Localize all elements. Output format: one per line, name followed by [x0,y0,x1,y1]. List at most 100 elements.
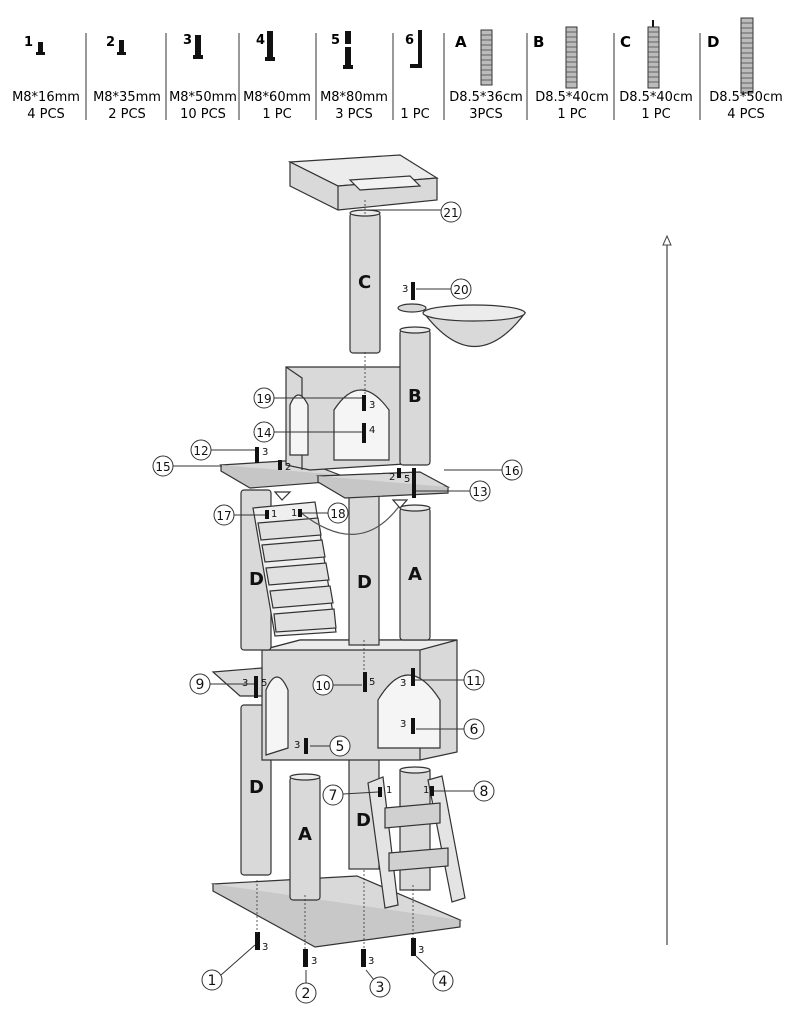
legend-part-3: 3 M8*50mm 10 PCS [169,33,237,122]
legend-part-qty: 1 PC [262,107,291,122]
legend-part-5: 5 M8*80mm 3 PCS [320,31,388,122]
callout-number: 3 [376,980,385,996]
callout-number: 9 [196,677,205,693]
legend-part-qty: 1 PC [400,107,429,122]
legend-part-id: D [707,33,719,51]
bolt-tag: 1 [291,508,297,519]
legend-part-a: A D8.5*36cm 3PCS [449,29,523,122]
legend-part-qty: 4 PCS [27,107,65,122]
bolt-icon [430,786,434,796]
upper-house-left-opening [289,394,309,456]
legend-part-4: 4 M8*60mm 1 PC [243,31,311,122]
legend-part-size: D8.5*40cm [535,90,609,105]
bolt-tag: 3 [418,945,424,956]
bolt-icon [345,31,351,69]
bolt-icon [255,932,260,950]
legend-part-qty: 4 PCS [727,107,765,122]
bolt-icon [298,509,302,517]
callout-18: 18 [302,502,349,524]
post-label-d-mid-upper: D [357,572,372,593]
callout-8: 8 [434,780,495,802]
callout-7: 7 [322,784,379,806]
callout-15: 15 [152,455,222,477]
post-label-b: B [408,386,422,407]
bolt-icon [361,949,366,967]
callout-2: 2 [295,970,317,1004]
post-d-mid-lower [348,756,380,870]
post-letters: C B A D D D A D [249,272,422,845]
post-label-d-left-upper: D [249,569,264,590]
bolt-icon [255,447,259,463]
callout-9: 9 [189,673,254,695]
callout-17: 17 [213,504,265,526]
legend-part-qty: 1 PC [641,107,670,122]
callout-19: 19 [253,387,362,409]
legend-part-2: 2 M8*35mm 2 PCS [93,35,161,122]
hammock [299,504,401,535]
callout-20: 20 [416,278,472,300]
legend-part-size: M8*16mm [12,90,80,105]
legend-part-id: 4 [256,33,265,48]
legend-part-size: M8*35mm [93,90,161,105]
bolt-icon [362,395,366,411]
bolt-tag: 2 [285,462,291,473]
sisal-post-icon [480,29,493,86]
bolt-tag: 5 [369,677,375,688]
bolt-icon [38,42,43,55]
legend-part-id: 5 [331,33,340,48]
callout-number: 20 [453,283,468,297]
legend-part-id: C [620,33,631,51]
post-label-c: C [358,272,371,293]
callout-11: 11 [415,669,485,691]
bolt-icon [254,676,258,698]
legend-part-id: 1 [24,35,33,50]
bolt-icon [412,468,416,498]
bolt-icon [397,468,401,478]
legend-part-id: 6 [405,33,414,48]
legend-part-1: 1 M8*16mm 4 PCS [12,35,80,122]
callout-14: 14 [253,421,362,443]
legend-part-size: D8.5*36cm [449,90,523,105]
callout-4: 4 [415,955,454,992]
callout-16: 16 [444,459,523,481]
legend-part-qty: 2 PCS [108,107,146,122]
post-label-a-upper: A [408,564,422,585]
callout-number: 18 [330,507,345,521]
bolt-tag: 1 [423,785,429,796]
callout-number: 15 [155,460,170,474]
callout-number: 16 [504,464,519,478]
bolt-icon [278,460,282,470]
callout-number: 5 [336,739,345,755]
bolt-tag: 3 [294,740,300,751]
side-step-9 [211,667,263,697]
bolt-tag: 3 [262,942,268,953]
bolt-icon [119,40,124,55]
bolt-tag: 1 [271,509,277,520]
legend-part-b: B D8.5*40cm 1 PC [533,26,609,122]
callout-5: 5 [310,735,351,757]
callout-number: 19 [256,392,271,406]
legend-part-size: M8*80mm [320,90,388,105]
callout-number: 8 [480,784,489,800]
cat-tree [210,154,527,948]
callout-number: 2 [302,986,311,1002]
bolt-tag: 4 [369,425,375,436]
legend-part-size: D8.5*40cm [619,90,693,105]
basket-bowl [422,312,527,347]
up-arrow-icon [662,234,672,945]
bolt-icon [265,510,269,519]
legend-part-size: M8*50mm [169,90,237,105]
legend-part-qty: 3 PCS [335,107,373,122]
legend-part-6: 6 1 PC [400,30,430,122]
callout-number: 10 [315,679,330,693]
callout-number: 17 [216,509,231,523]
bolt-icon [195,35,201,59]
parts-legend: 1 M8*16mm 4 PCS 2 M8*35mm 2 PCS 3 M8*50m… [12,17,783,122]
callout-number: 7 [329,788,338,804]
legend-part-d: D D8.5*50cm 4 PCS [707,17,783,122]
bolt-icon [411,938,416,956]
post-label-d-left-lower: D [249,777,264,798]
sisal-post-icon [565,26,578,89]
callout-3: 3 [365,969,391,998]
